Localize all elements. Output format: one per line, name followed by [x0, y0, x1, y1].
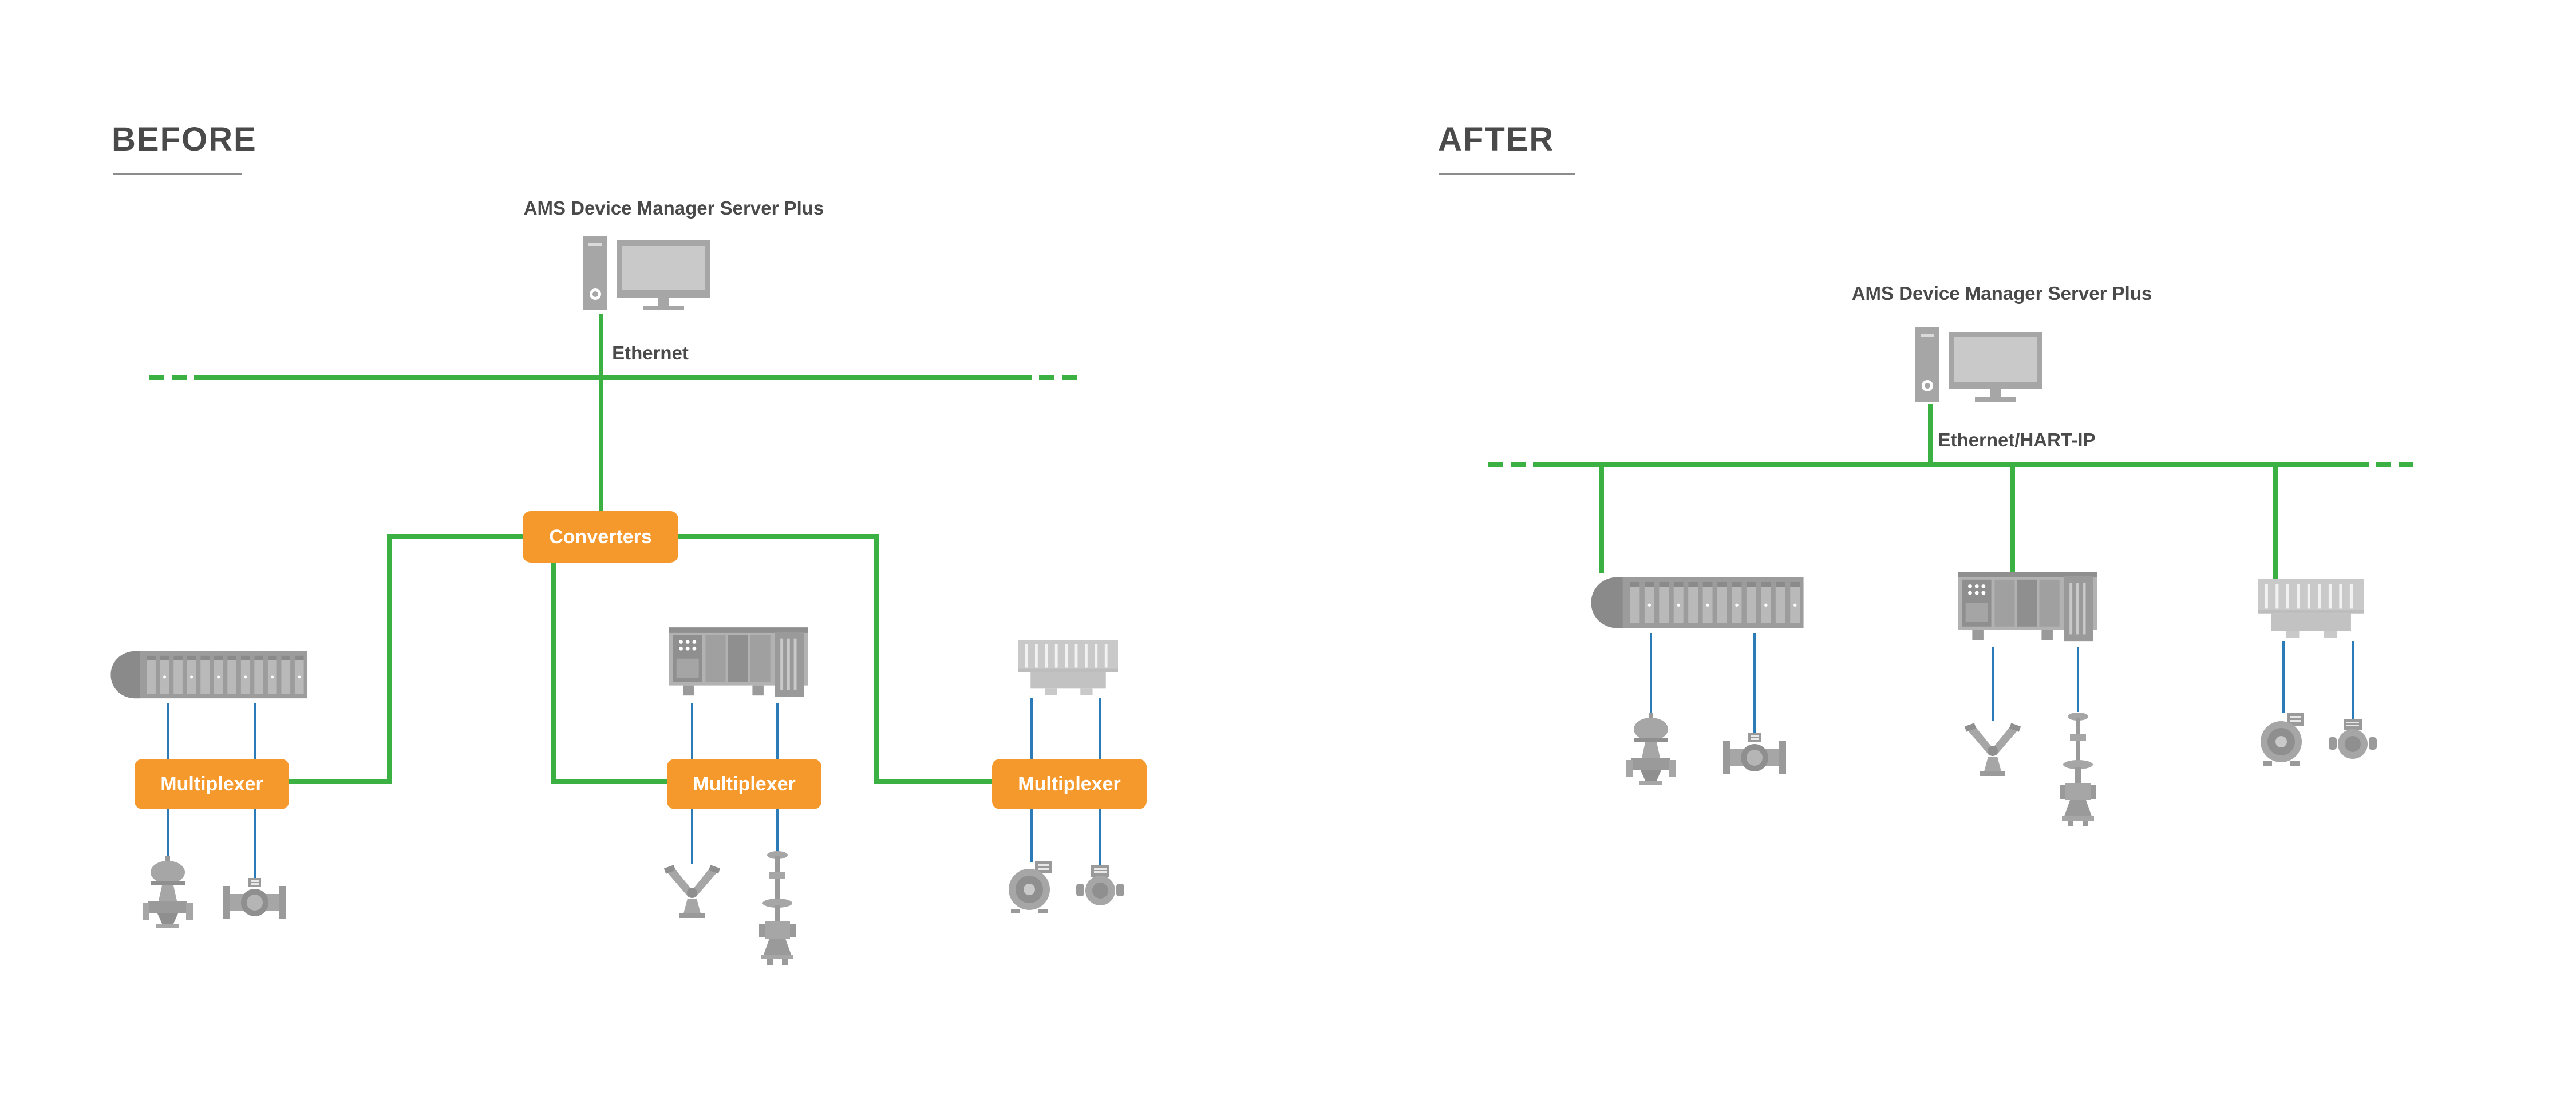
- server-to-network-line: [1928, 404, 1933, 467]
- control-valve-icon: [1623, 713, 1678, 793]
- hart-wire: [776, 703, 779, 759]
- ethernet-hartip-line: [1533, 462, 2369, 467]
- hart-wire: [1753, 633, 1756, 733]
- before-network-label: Ethernet: [612, 342, 689, 363]
- converter-branch-left-v: [387, 534, 392, 784]
- converter-branch-right-to-mux: [874, 779, 992, 784]
- hart-wire: [776, 809, 779, 853]
- converter-branch-left-to-mux: [289, 779, 392, 784]
- hart-wire: [1030, 809, 1033, 862]
- hart-wire: [1099, 698, 1101, 759]
- before-title: BEFORE: [112, 121, 257, 158]
- hart-wire: [2282, 641, 2285, 713]
- server-to-converters-line: [599, 314, 603, 511]
- hart-wire: [2352, 641, 2354, 719]
- after-title-underline: [1439, 173, 1575, 175]
- desktop-computer-icon: [1915, 325, 2053, 405]
- ethernet-line-dash-left: [1488, 462, 1526, 467]
- ethernet-line-dash-right: [2376, 462, 2413, 467]
- converter-branch-right-v: [874, 534, 879, 784]
- network-drop-line-1: [1599, 464, 1604, 573]
- network-drop-line-2: [2010, 464, 2015, 573]
- hart-wire: [167, 809, 169, 858]
- multiplexer-node-2: Multiplexer: [667, 759, 821, 809]
- multiplexer-node-1: Multiplexer: [135, 759, 289, 809]
- after-network-label: Ethernet/HART-IP: [1938, 429, 2096, 450]
- ethernet-line: [194, 375, 1032, 380]
- io-rack-icon: [2258, 579, 2364, 641]
- after-server-label: AMS Device Manager Server Plus: [1851, 283, 2152, 304]
- field-transmitter-icon: [2329, 719, 2377, 760]
- rotary-valve-icon: [1964, 721, 2021, 776]
- hart-wire: [2077, 647, 2079, 712]
- before-title-underline: [113, 173, 242, 175]
- hart-wire: [254, 809, 256, 880]
- ethernet-line-dash-left: [149, 375, 187, 380]
- network-drop-line-3: [2273, 464, 2278, 580]
- converter-branch-mid-to-mux: [551, 779, 667, 784]
- converter-branch-left-h: [387, 534, 523, 539]
- converter-branch-right-h: [678, 534, 879, 539]
- hart-wire: [167, 703, 169, 759]
- hart-wire: [1992, 647, 1994, 721]
- after-title: AFTER: [1438, 121, 1555, 158]
- pressure-transmitter-icon: [2255, 713, 2312, 766]
- plc-rack-icon: [1586, 572, 1808, 633]
- flow-meter-icon: [1723, 733, 1786, 777]
- hart-wire: [691, 809, 693, 864]
- ethernet-line-dash-right: [1039, 375, 1077, 380]
- hart-wire: [1099, 809, 1101, 866]
- tall-control-valve-icon: [2056, 712, 2100, 832]
- converters-node: Converters: [523, 511, 678, 563]
- multiplexer-node-3: Multiplexer: [992, 759, 1147, 809]
- hart-wire: [1650, 633, 1652, 713]
- before-server-label: AMS Device Manager Server Plus: [523, 197, 824, 219]
- converter-branch-mid-v: [551, 563, 556, 784]
- hart-wire: [1030, 698, 1033, 759]
- hart-wire: [691, 703, 693, 759]
- modular-plc-icon: [1958, 572, 2097, 647]
- hart-wire: [254, 703, 256, 759]
